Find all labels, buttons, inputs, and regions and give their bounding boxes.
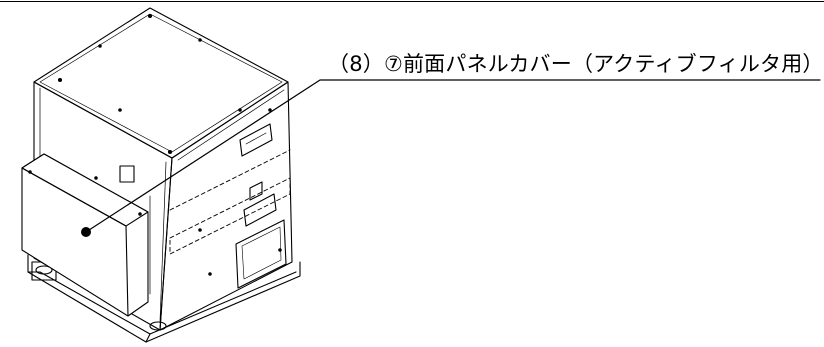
callout-label: （8）⑦前面パネルカバー（アクティブフィルタ用） xyxy=(328,52,824,76)
cabinet-top xyxy=(33,7,289,159)
cabinet-right-face xyxy=(159,81,293,331)
top-border-line xyxy=(0,1,824,2)
callout-point-marker xyxy=(81,227,91,237)
callout-leader xyxy=(81,79,821,237)
